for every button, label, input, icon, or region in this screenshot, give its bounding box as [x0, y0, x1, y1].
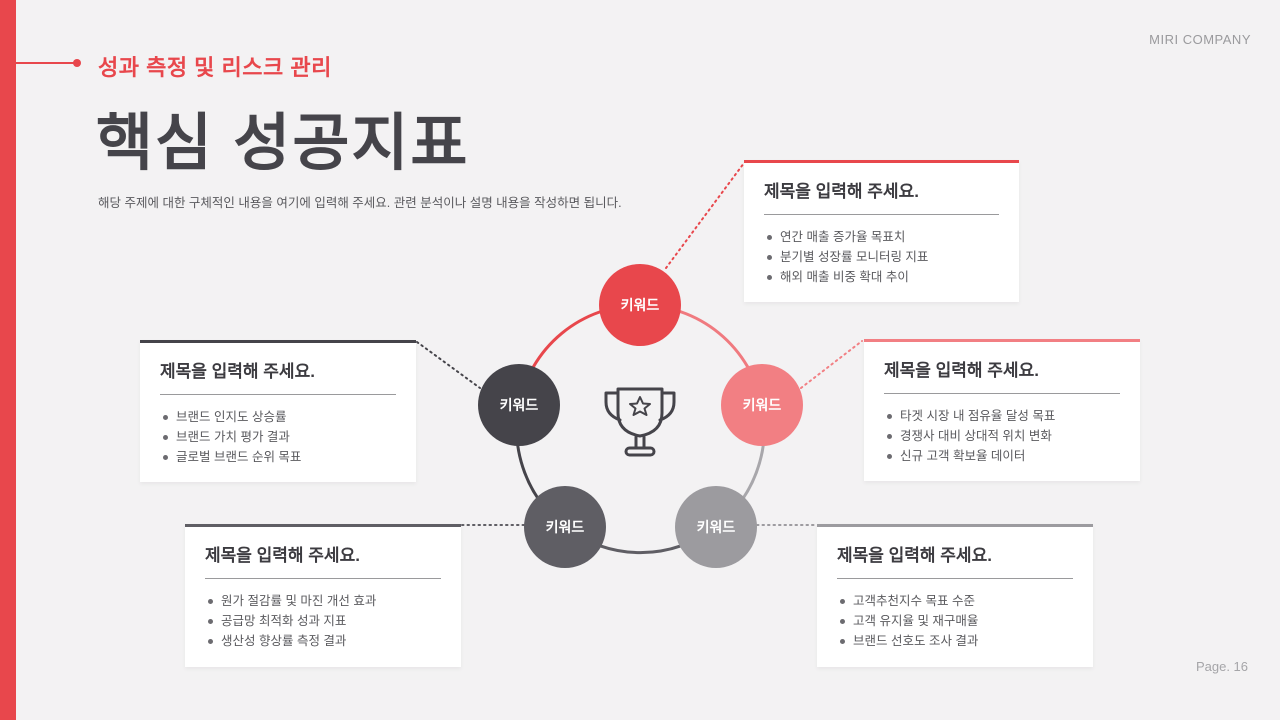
card-top-right: 제목을 입력해 주세요. 연간 매출 증가율 목표치 분기별 성장률 모니터링 … — [744, 160, 1019, 302]
card-bullets: 고객추천지수 목표 수준 고객 유지율 및 재구매율 브랜드 선호도 조사 결과 — [837, 591, 1073, 651]
bullet-item: 브랜드 선호도 조사 결과 — [837, 631, 1073, 651]
card-title: 제목을 입력해 주세요. — [884, 356, 1120, 394]
card-title: 제목을 입력해 주세요. — [205, 541, 441, 579]
connector-right — [800, 340, 863, 389]
keyword-node-bottom-left[interactable]: 키워드 — [524, 486, 606, 568]
keyword-label: 키워드 — [696, 519, 736, 535]
bullet-item: 신규 고객 확보율 데이터 — [884, 446, 1120, 466]
bullet-item: 브랜드 가치 평가 결과 — [160, 427, 396, 447]
bullet-item: 글로벌 브랜드 순위 목표 — [160, 447, 396, 467]
keyword-label: 키워드 — [499, 397, 539, 413]
page-number: Page. 16 — [1195, 659, 1248, 674]
trophy-star-icon — [604, 387, 676, 457]
bullet-item: 연간 매출 증가율 목표치 — [764, 227, 999, 247]
keyword-label: 키워드 — [545, 519, 585, 535]
bullet-item: 고객추천지수 목표 수준 — [837, 591, 1073, 611]
card-bullets: 연간 매출 증가율 목표치 분기별 성장률 모니터링 지표 해외 매출 비중 확… — [764, 227, 999, 287]
bullet-item: 생산성 향상률 측정 결과 — [205, 631, 441, 651]
keyword-node-top[interactable]: 키워드 — [599, 264, 681, 346]
bullet-item: 브랜드 인지도 상승률 — [160, 407, 396, 427]
keyword-node-left[interactable]: 키워드 — [478, 364, 560, 446]
page-description: 해당 주제에 대한 구체적인 내용을 여기에 입력해 주세요. 관련 분석이나 … — [98, 196, 622, 210]
section-kicker: 성과 측정 및 리스크 관리 — [98, 55, 332, 80]
card-title: 제목을 입력해 주세요. — [160, 357, 396, 395]
bullet-item: 원가 절감률 및 마진 개선 효과 — [205, 591, 441, 611]
card-bottom-right: 제목을 입력해 주세요. 고객추천지수 목표 수준 고객 유지율 및 재구매율 … — [817, 524, 1093, 667]
bullet-item: 분기별 성장률 모니터링 지표 — [764, 247, 999, 267]
bullet-item: 고객 유지율 및 재구매율 — [837, 611, 1073, 631]
card-title: 제목을 입력해 주세요. — [764, 177, 999, 215]
keyword-label: 키워드 — [742, 397, 782, 413]
accent-side-bar — [0, 0, 16, 720]
card-bullets: 원가 절감률 및 마진 개선 효과 공급망 최적화 성과 지표 생산성 향상률 … — [205, 591, 441, 651]
brand-name: MIRI COMPANY — [1149, 32, 1251, 47]
kicker-dot — [73, 59, 81, 67]
card-bottom-left: 제목을 입력해 주세요. 원가 절감률 및 마진 개선 효과 공급망 최적화 성… — [185, 524, 461, 667]
bullet-item: 타겟 시장 내 점유율 달성 목표 — [884, 406, 1120, 426]
keyword-node-right[interactable]: 키워드 — [721, 364, 803, 446]
card-bullets: 타겟 시장 내 점유율 달성 목표 경쟁사 대비 상대적 위치 변화 신규 고객… — [884, 406, 1120, 466]
kicker-line — [16, 62, 78, 64]
page-title: 핵심 성공지표 — [96, 109, 470, 178]
card-bullets: 브랜드 인지도 상승률 브랜드 가치 평가 결과 글로벌 브랜드 순위 목표 — [160, 407, 396, 467]
keyword-label: 키워드 — [620, 297, 660, 313]
connector-left — [416, 341, 481, 389]
keyword-node-bottom-right[interactable]: 키워드 — [675, 486, 757, 568]
card-right: 제목을 입력해 주세요. 타겟 시장 내 점유율 달성 목표 경쟁사 대비 상대… — [864, 339, 1140, 481]
connector-top — [665, 162, 745, 269]
bullet-item: 공급망 최적화 성과 지표 — [205, 611, 441, 631]
card-left: 제목을 입력해 주세요. 브랜드 인지도 상승률 브랜드 가치 평가 결과 글로… — [140, 340, 416, 482]
card-title: 제목을 입력해 주세요. — [837, 541, 1073, 579]
bullet-item: 해외 매출 비중 확대 추이 — [764, 267, 999, 287]
bullet-item: 경쟁사 대비 상대적 위치 변화 — [884, 426, 1120, 446]
